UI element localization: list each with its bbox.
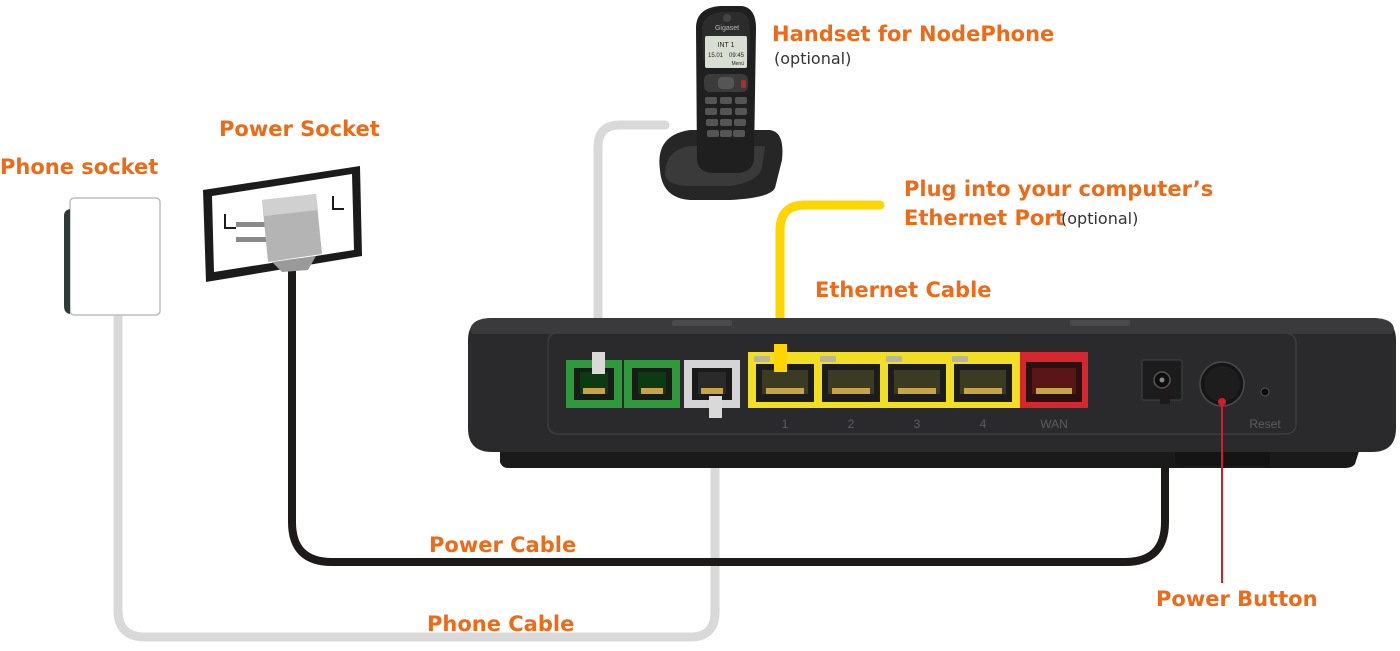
- ethernet-cable-label: Ethernet Cable: [815, 278, 992, 302]
- plug-computer-line1: Plug into your computer’s: [904, 177, 1214, 201]
- handset-title: Handset for NodePhone: [772, 22, 1055, 46]
- power-cable: [288, 258, 1169, 566]
- wan-port: [1020, 352, 1088, 408]
- router-power-button: [1199, 361, 1245, 407]
- router: 1 2 3 4 WAN Reset: [468, 318, 1396, 468]
- ethernet-port-4: [952, 356, 1012, 402]
- power-socket: [203, 166, 362, 282]
- ethernet-cable-plug: [774, 344, 787, 372]
- handset-screen-line3: 09:45: [729, 53, 745, 59]
- cordless-handset: Gigaset INT 1 15.01 09:45 Menü: [659, 6, 783, 200]
- handset-optional: (optional): [774, 49, 852, 68]
- port-label-reset: Reset: [1249, 417, 1281, 431]
- phone-cable: [113, 301, 720, 642]
- power-plug: [236, 194, 322, 272]
- ethernet-port-2: [820, 356, 880, 402]
- handset-screen-menu: Menü: [731, 61, 744, 67]
- ethernet-cable: [775, 200, 885, 375]
- phone-socket: [64, 197, 161, 316]
- power-jack: [1141, 359, 1183, 401]
- power-socket-label: Power Socket: [219, 117, 380, 141]
- handset-cable: [593, 120, 670, 377]
- phone-cable-plug: [709, 396, 722, 418]
- plug-computer-line2: Ethernet Port: [904, 206, 1065, 230]
- power-cable-label: Power Cable: [429, 533, 577, 557]
- port-label-2: 2: [848, 417, 855, 431]
- handset-screen-line2: 15.01: [708, 53, 724, 59]
- phone-cable-label: Phone Cable: [427, 612, 575, 636]
- handset-screen-line1: INT 1: [718, 42, 735, 49]
- voice-port-1: [566, 360, 622, 408]
- port-label-1: 1: [782, 417, 789, 431]
- handset-brand: Gigaset: [715, 25, 739, 32]
- power-cable-plug: [1160, 390, 1170, 404]
- phone-socket-label: Phone socket: [0, 155, 159, 179]
- port-label-4: 4: [980, 417, 987, 431]
- port-label-wan: WAN: [1040, 417, 1068, 431]
- port-label-3: 3: [914, 417, 921, 431]
- reset-pinhole: [1260, 387, 1270, 397]
- plug-optional: (optional): [1061, 209, 1139, 228]
- ethernet-port-3: [886, 356, 946, 402]
- power-button-pointer-dot: [1218, 398, 1226, 406]
- power-button-label: Power Button: [1156, 587, 1318, 611]
- handset-keypad: [705, 97, 747, 137]
- voice-port-2: [624, 360, 680, 408]
- handset-cable-plug: [592, 352, 605, 374]
